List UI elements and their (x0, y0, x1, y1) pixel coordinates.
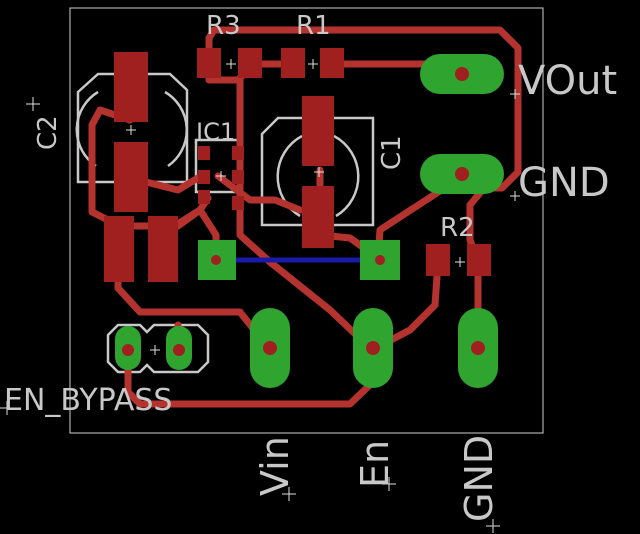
r2-pad-1 (426, 244, 450, 276)
en-bypass-header-silkscreen (106, 323, 210, 374)
c1-pad-1 (302, 96, 334, 166)
vin-label: Vin (253, 436, 297, 496)
en-bypass-label: EN_BYPASS (4, 383, 172, 418)
smd-pads (104, 48, 491, 282)
ic1-pad-2 (198, 170, 210, 184)
r2-pad-2 (467, 244, 491, 276)
ic1-pad-5 (232, 170, 244, 184)
ic1-pad-4 (232, 146, 244, 160)
c3-pad-2 (148, 216, 178, 282)
c2-pad-2 (114, 142, 148, 212)
c1-pad-2 (302, 186, 334, 248)
r3-label: R3 (206, 11, 241, 41)
r1-pad-2 (320, 48, 344, 78)
r3-pad-1 (197, 48, 221, 78)
ic1-pad-6 (232, 196, 244, 210)
r2-label: R2 (440, 213, 475, 243)
ic1-label: IC1 (196, 118, 235, 146)
board-outline (69, 7, 544, 434)
c3-pad-1 (104, 216, 134, 282)
vout-label: VOut (518, 58, 617, 104)
origin-markers (0, 59, 520, 533)
r1-pad-1 (281, 48, 305, 78)
c2-label: C2 (33, 115, 63, 150)
c2-pad-1 (114, 52, 148, 122)
through-hole-pads (115, 54, 504, 388)
en-label: En (353, 440, 397, 488)
ic1-pad-3 (198, 190, 210, 204)
gnd-right-label: GND (518, 160, 610, 206)
r1-label: R1 (296, 11, 331, 41)
ic1-pad-1 (198, 146, 210, 160)
r3-pad-2 (238, 48, 262, 78)
c1-label: C1 (377, 135, 407, 170)
gnd-bottom-label: GND (457, 435, 501, 522)
